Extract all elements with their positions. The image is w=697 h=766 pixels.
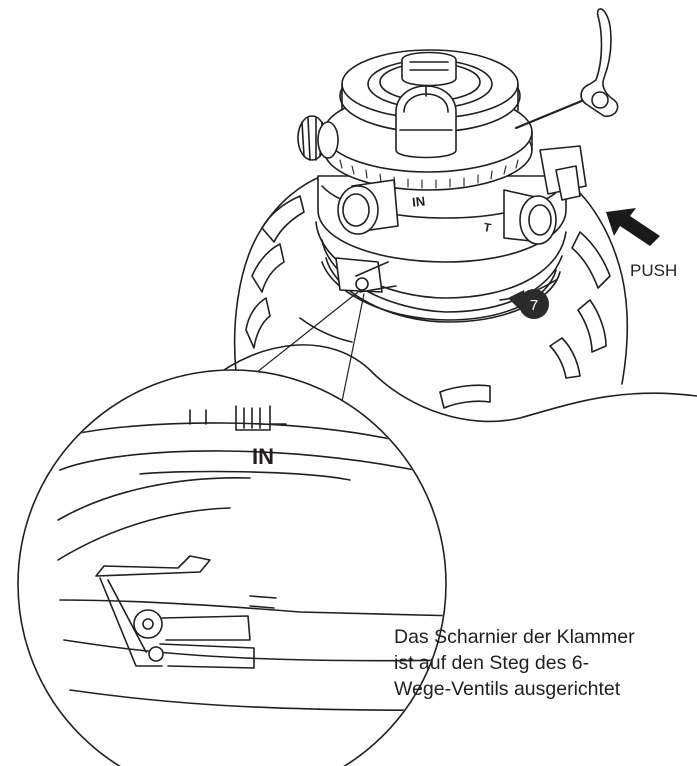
callout-line: Das Scharnier der Klammer xyxy=(394,626,635,648)
step-number: 7 xyxy=(530,297,538,314)
push-label: PUSH xyxy=(630,261,677,280)
six-way-valve xyxy=(297,8,619,321)
step-badge xyxy=(508,289,549,319)
instruction-callout: Das Scharnier der Klammer ist auf den St… xyxy=(394,624,684,702)
callout-line: Wege-Ventils ausgerichtet xyxy=(394,678,621,700)
detail-magnifier xyxy=(17,369,447,766)
push-arrow xyxy=(606,208,660,246)
valve-port-out-label: T xyxy=(483,220,493,235)
callout-line: ist auf den Steg des 6- xyxy=(394,652,590,674)
valve-port-in-label: IN xyxy=(411,194,425,210)
detail-port-in-label: IN xyxy=(252,444,274,469)
